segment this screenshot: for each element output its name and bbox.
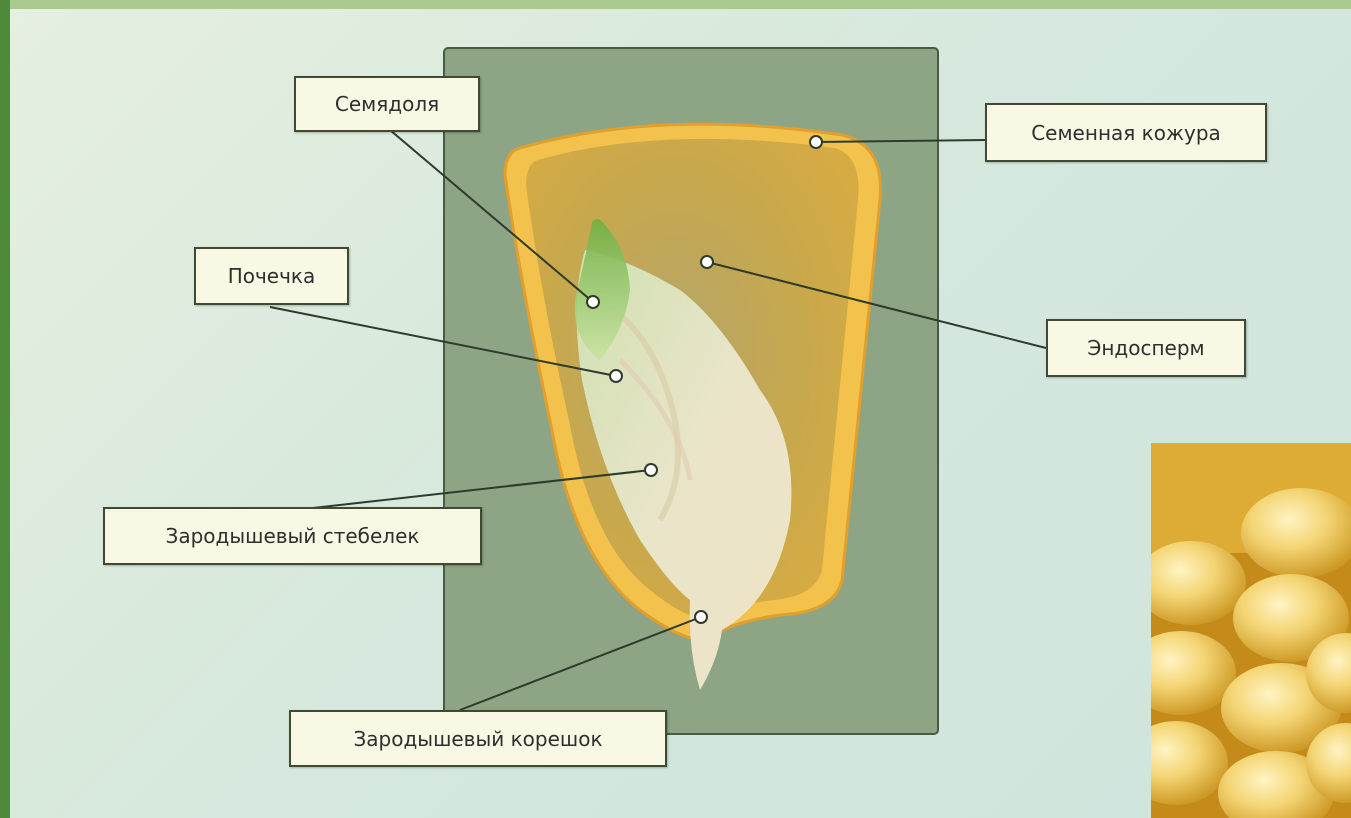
corn-kernels-illustration [1151,443,1351,818]
stem-label: Зародышевый стебелек [103,507,482,565]
bud-pointer-dot [610,370,622,382]
bud-label: Почечка [194,247,349,305]
seed-coat-label: Семенная кожура [985,103,1267,162]
stem-pointer-dot [645,464,657,476]
corn-kernels-photo [1151,443,1351,818]
cotyledon-pointer-dot [587,296,599,308]
endosperm-pointer-dot [701,256,713,268]
root-pointer-dot [695,611,707,623]
root-label: Зародышевый корешок [289,710,667,767]
seed-coat-pointer-dot [810,136,822,148]
cotyledon-label: Семядоля [294,76,480,132]
endosperm-label: Эндосперм [1046,319,1246,377]
